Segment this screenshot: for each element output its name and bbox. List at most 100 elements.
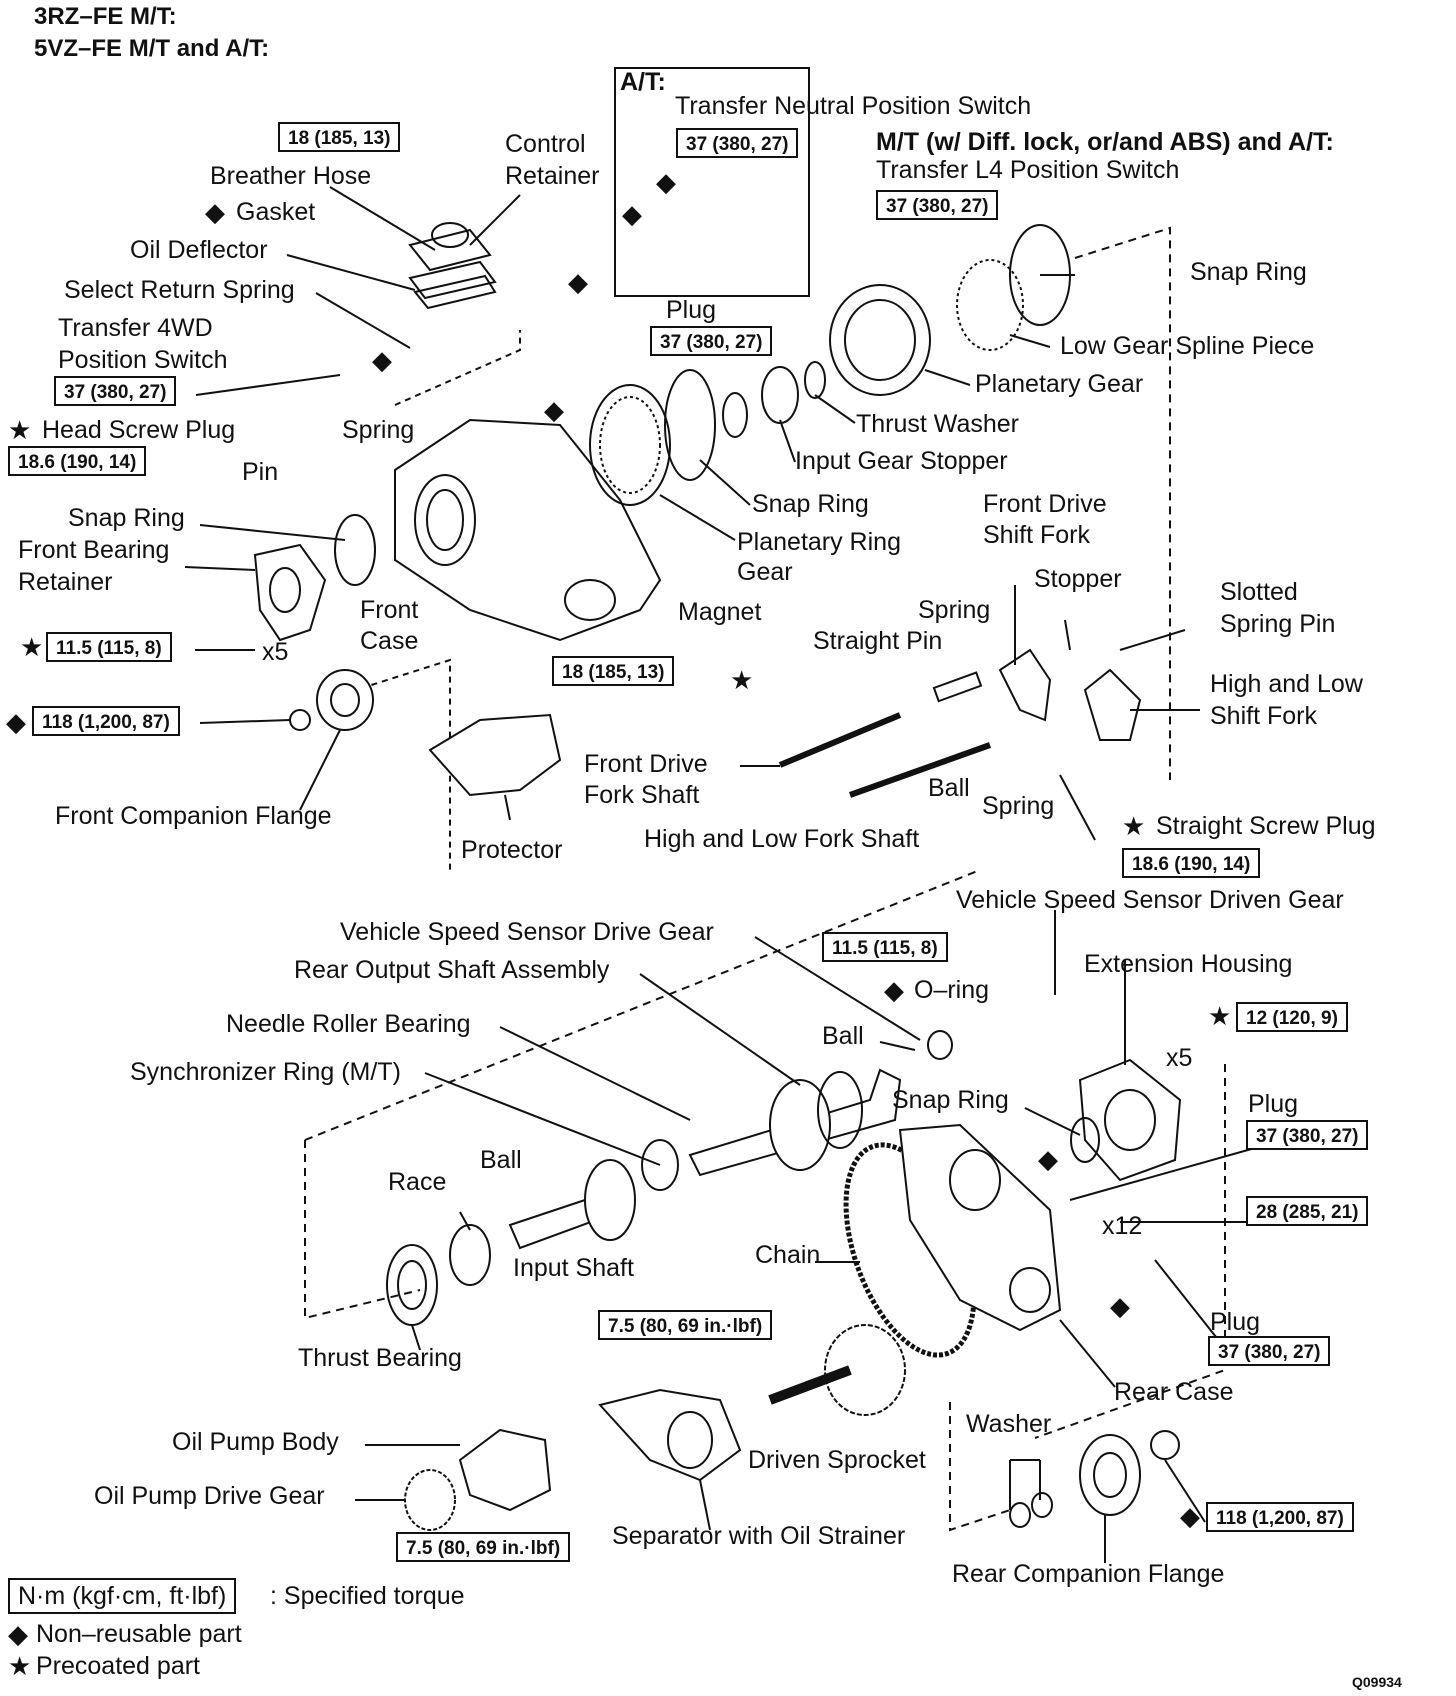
label-oil-pump-body: Oil Pump Body <box>172 1428 339 1456</box>
label-high-low-fork-1: High and Low <box>1210 670 1363 698</box>
dashed-group-lower <box>304 869 981 1141</box>
separator-shape <box>598 1388 742 1482</box>
label-protector: Protector <box>461 836 563 864</box>
label-vss-driven: Vehicle Speed Sensor Driven Gear <box>956 886 1344 914</box>
label-plug-top: Plug <box>666 296 717 324</box>
label-front-case-2: Case <box>360 627 419 655</box>
label-ball-lower: Ball <box>480 1146 522 1174</box>
torque-11-5-speed: 11.5 (115, 8) <box>822 932 948 962</box>
label-gasket: Gasket <box>236 198 316 226</box>
label-transfer-neutral: Transfer Neutral Position Switch <box>675 92 1032 120</box>
torque-118-rear: 118 (1,200, 87) <box>1206 1502 1354 1532</box>
label-straight-screw-plug: Straight Screw Plug <box>1156 812 1376 840</box>
legend-precoated: Precoated part <box>36 1652 200 1680</box>
label-rear-case: Rear Case <box>1114 1378 1234 1406</box>
label-thrust-bearing: Thrust Bearing <box>298 1344 462 1372</box>
dashed-group-middle <box>304 1140 421 1320</box>
label-chain: Chain <box>755 1241 821 1269</box>
torque-37-at: 37 (380, 27) <box>676 128 799 158</box>
diamond-icon: ◆ <box>372 345 392 375</box>
label-front-bearing-1: Front Bearing <box>18 536 170 564</box>
label-snap-ring-mid: Snap Ring <box>752 490 869 518</box>
label-high-low-fork-2: Shift Fork <box>1210 702 1317 730</box>
label-spring-lower: Spring <box>982 792 1055 820</box>
star-icon: ★ <box>8 1651 32 1681</box>
label-transfer-4wd-2: Position Switch <box>58 346 228 374</box>
diamond-icon: ◆ <box>568 267 588 297</box>
label-o-ring: O–ring <box>914 976 990 1004</box>
extension-housing-shape <box>1078 1058 1182 1182</box>
label-low-gear-spline: Low Gear Spline Piece <box>1060 332 1315 360</box>
label-transfer-l4: Transfer L4 Position Switch <box>876 156 1180 184</box>
label-select-return-spring: Select Return Spring <box>64 276 295 304</box>
label-front-case-1: Front <box>360 596 419 624</box>
legend-non-reusable: Non–reusable part <box>36 1620 242 1648</box>
label-input-shaft: Input Shaft <box>513 1254 634 1282</box>
dashed-group-upper <box>1074 226 1171 780</box>
control-retainer-shape <box>408 228 492 272</box>
label-rear-output: Rear Output Shaft Assembly <box>294 956 610 984</box>
label-control-retainer-2: Retainer <box>505 162 600 190</box>
label-plug-lower: Plug <box>1210 1308 1261 1336</box>
label-ball-mid: Ball <box>928 774 970 802</box>
torque-7-5-bottom: 7.5 (80, 69 in.·lbf) <box>396 1532 571 1562</box>
figure-code: Q09934 <box>1352 1674 1402 1690</box>
torque-28: 28 (285, 21) <box>1246 1196 1369 1226</box>
driven-sprocket-shape <box>824 1324 906 1416</box>
label-needle-roller: Needle Roller Bearing <box>226 1010 471 1038</box>
washer-shape <box>1009 1502 1031 1528</box>
diamond-icon: ◆ <box>8 1619 28 1649</box>
at-group-box <box>614 67 810 297</box>
label-thrust-washer: Thrust Washer <box>856 410 1020 438</box>
race-shape <box>449 1224 491 1286</box>
header-line-2: 5VZ–FE M/T and A/T: <box>34 35 270 62</box>
label-x5-left: x5 <box>262 638 289 666</box>
spring-shape <box>932 671 983 703</box>
legend-torque-box: N·m (kgf·cm, ft·lbf) <box>8 1578 237 1614</box>
star-icon: ★ <box>1208 1001 1232 1031</box>
torque-18-protector: 18 (185, 13) <box>552 656 675 686</box>
front-case-shape <box>394 418 662 642</box>
label-oil-deflector: Oil Deflector <box>130 236 268 264</box>
front-case-bore <box>414 474 476 566</box>
label-front-drive-fork-2: Shift Fork <box>983 521 1090 549</box>
label-synchronizer: Synchronizer Ring (M/T) <box>130 1058 401 1086</box>
label-control-retainer-1: Control <box>505 130 586 158</box>
label-vss-drive: Vehicle Speed Sensor Drive Gear <box>340 918 714 946</box>
label-pin: Pin <box>242 458 279 486</box>
label-stopper: Stopper <box>1034 565 1122 593</box>
torque-37-l4: 37 (380, 27) <box>876 190 999 220</box>
label-front-bearing-2: Retainer <box>18 568 113 596</box>
label-planetary-ring-1: Planetary Ring <box>737 528 901 556</box>
diamond-icon: ◆ <box>1180 1501 1200 1531</box>
label-extension-housing: Extension Housing <box>1084 950 1293 978</box>
label-spring-mid: Spring <box>918 596 991 624</box>
torque-37-4wd: 37 (380, 27) <box>54 376 177 406</box>
torque-37-plug: 37 (380, 27) <box>650 326 773 356</box>
label-snap-ring-lower: Snap Ring <box>892 1086 1009 1114</box>
thrust-bearing-shape <box>386 1244 438 1326</box>
label-driven-sprocket: Driven Sprocket <box>748 1446 926 1474</box>
planetary-ring-gear-shape <box>589 384 671 506</box>
label-washer: Washer <box>966 1410 1052 1438</box>
rear-case-shape <box>898 1123 1062 1332</box>
legend-torque-text: : Specified torque <box>270 1582 465 1610</box>
torque-37-plug-lower: 37 (380, 27) <box>1208 1336 1331 1366</box>
label-separator: Separator with Oil Strainer <box>612 1522 906 1550</box>
star-icon: ★ <box>1122 811 1146 841</box>
front-bearing-retainer-shape <box>253 543 327 642</box>
dashed-case <box>394 330 521 406</box>
label-at: A/T: <box>620 68 666 96</box>
label-high-low-shaft: High and Low Fork Shaft <box>644 825 920 853</box>
label-head-screw-plug: Head Screw Plug <box>42 416 236 444</box>
label-front-companion: Front Companion Flange <box>55 802 332 830</box>
label-front-drive-shaft-1: Front Drive <box>584 750 708 778</box>
torque-12: 12 (120, 9) <box>1236 1002 1348 1032</box>
label-mt-diff: M/T (w/ Diff. lock, or/and ABS) and A/T: <box>876 128 1334 156</box>
snap-ring-left-shape <box>334 514 376 586</box>
label-straight-pin: Straight Pin <box>813 627 943 655</box>
label-planetary-ring-2: Gear <box>737 558 793 586</box>
label-oil-pump-drive: Oil Pump Drive Gear <box>94 1482 325 1510</box>
diamond-icon: ◆ <box>1038 1144 1058 1174</box>
